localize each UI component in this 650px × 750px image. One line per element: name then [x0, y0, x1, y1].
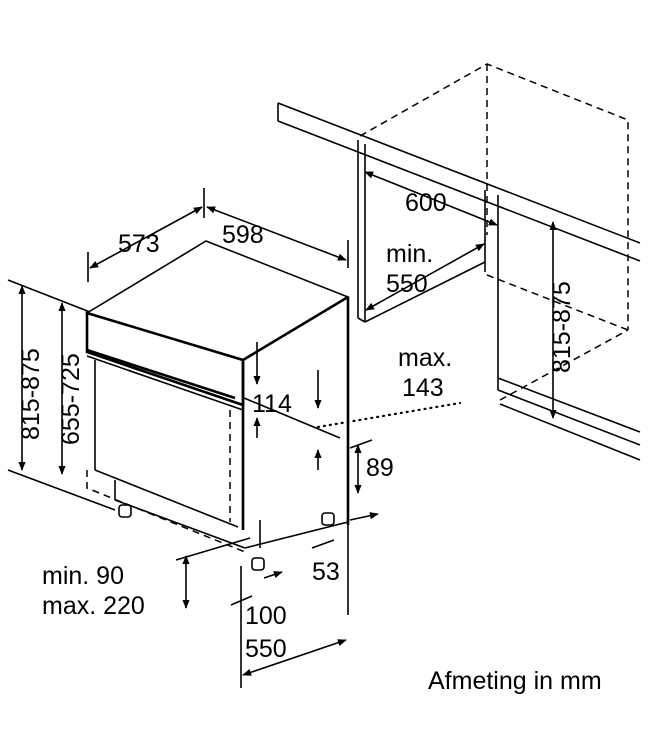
dim-foot-height — [175, 537, 251, 609]
dim-max-143 — [316, 401, 462, 429]
dishwasher-feet — [118, 504, 335, 571]
label-815-875-niche: 815-875 — [548, 281, 576, 373]
dim-width-598 — [206, 206, 349, 268]
label-114: 114 — [252, 390, 292, 418]
label-600: 600 — [405, 189, 447, 217]
dim-foot-53 — [311, 512, 379, 615]
label-max-220: max. 220 — [42, 592, 145, 620]
label-550-niche: 550 — [386, 270, 428, 298]
caption-units: Afmeting in mm — [428, 667, 602, 695]
dim-niche-depth — [365, 243, 485, 311]
label-815-875-left: 815-875 — [17, 348, 45, 440]
label-100: 100 — [245, 602, 287, 630]
label-89: 89 — [366, 454, 394, 482]
countertop — [277, 102, 641, 262]
niche-outline — [357, 63, 641, 461]
label-min-90: min. 90 — [42, 562, 124, 590]
label-143: 143 — [402, 374, 444, 402]
label-max: max. — [398, 344, 452, 372]
label-598: 598 — [222, 221, 264, 249]
dim-niche-width — [364, 171, 498, 226]
dim-panel-114 — [243, 342, 341, 470]
dim-100 — [230, 571, 283, 606]
dim-height-815-875 — [7, 279, 116, 511]
label-655-725: 655-725 — [57, 353, 85, 445]
label-573: 573 — [118, 230, 160, 258]
dim-depth-573 — [87, 188, 205, 282]
dishwasher-body — [85, 240, 350, 553]
label-min: min. — [386, 240, 433, 268]
label-53: 53 — [312, 558, 340, 586]
label-550-bottom: 550 — [245, 635, 287, 663]
dim-plinth-89 — [349, 439, 373, 494]
dim-depth-550 — [240, 566, 347, 688]
